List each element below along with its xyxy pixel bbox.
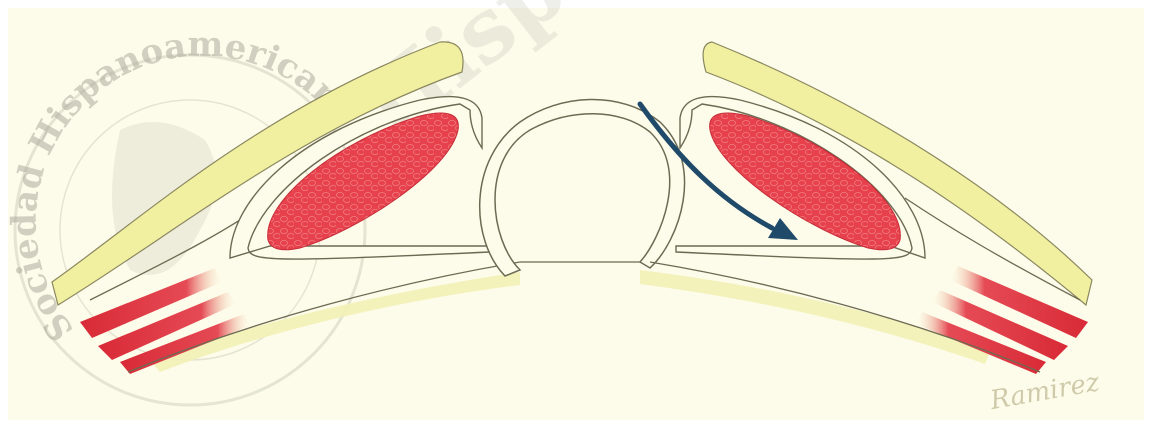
abdominal-wall-illustration: Sociedad Hispanoamericana de Hernia · Pr…: [0, 0, 1152, 428]
diagram-canvas: Sociedad Hispanoamericana de Hernia · Pr…: [0, 0, 1152, 428]
